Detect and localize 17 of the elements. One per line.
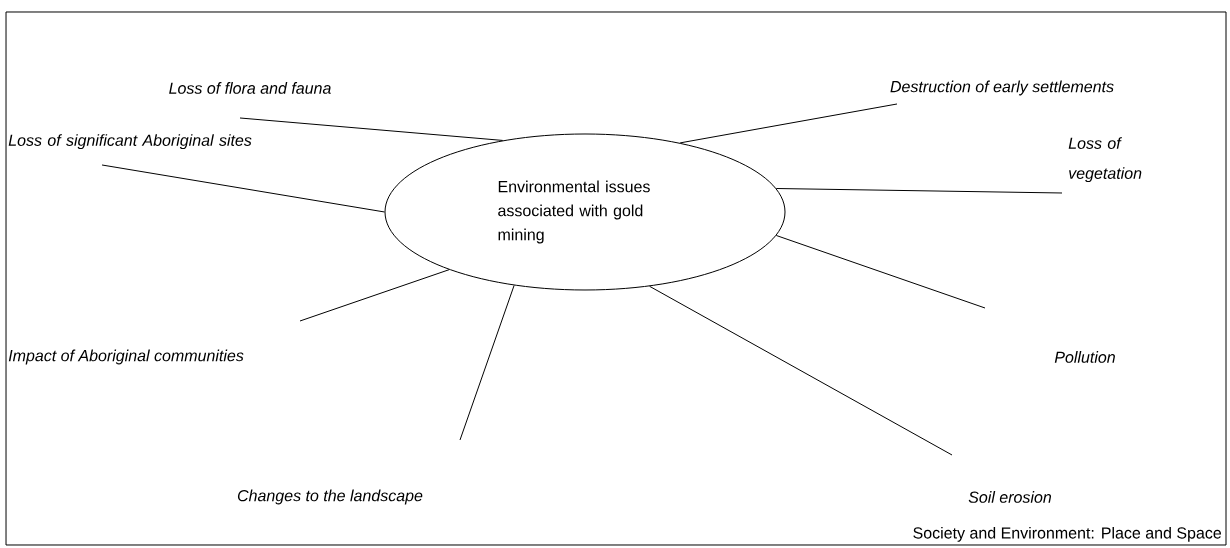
connector-line — [775, 235, 986, 309]
connector-line — [649, 285, 953, 456]
issue-label: Pollution — [1054, 351, 1115, 363]
connector-line — [679, 103, 898, 144]
issue-label: Loss of flora and fauna — [169, 82, 331, 94]
issue-label: Loss of vegetation — [1068, 137, 1142, 183]
issue-label: Loss of significant Aboriginal sites — [8, 134, 252, 150]
connector-line — [101, 164, 385, 213]
connector-line — [775, 188, 1063, 194]
caption: Society and Environment: Place and Space — [913, 526, 1222, 542]
connector-line — [459, 284, 515, 441]
issue-label: Impact of Aboriginal communities — [8, 349, 244, 365]
issue-label: Changes to the landscape — [237, 489, 423, 505]
connector-line — [299, 269, 450, 322]
connector-line — [239, 117, 504, 141]
issue-label: Soil erosion — [968, 491, 1052, 503]
issue-label: Destruction of early settlements — [890, 80, 1114, 96]
